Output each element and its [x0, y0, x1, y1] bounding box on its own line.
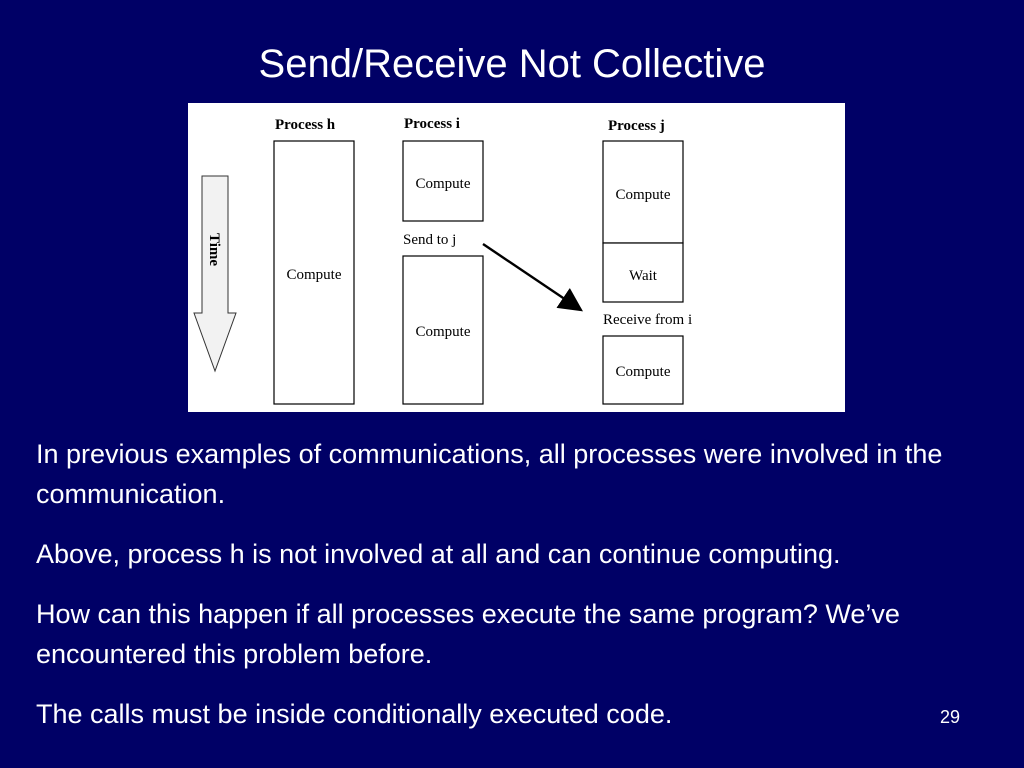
- paragraph-3: How can this happen if all processes exe…: [36, 599, 900, 669]
- process-h-header: Process h: [275, 117, 336, 133]
- process-i-compute-block-2: [402, 255, 484, 405]
- process-h-compute-label: Compute: [287, 267, 342, 283]
- paragraph-1: In previous examples of communications, …: [36, 439, 943, 509]
- paragraph-2: Above, process h is not involved at all …: [36, 539, 841, 569]
- message-arrow: [482, 243, 583, 312]
- process-i-lane: Process i Compute Send to j Compute: [402, 116, 484, 405]
- process-j-receive-label: Receive from i: [603, 312, 692, 328]
- process-j-compute-label-2: Compute: [616, 364, 671, 380]
- process-j-wait-block: [602, 242, 684, 303]
- process-timeline-diagram: Time Process h Compute Process i Compute…: [188, 103, 845, 412]
- process-j-compute-block-1: [602, 140, 684, 244]
- page-number: 29: [939, 707, 961, 727]
- process-j-compute-label-1: Compute: [616, 187, 671, 203]
- process-j-header: Process j: [608, 118, 665, 134]
- process-j-wait-label: Wait: [629, 268, 658, 284]
- process-j-compute-block-2: [602, 335, 684, 405]
- process-i-compute-label-2: Compute: [416, 324, 471, 340]
- slide-title: Send/Receive Not Collective: [258, 42, 766, 86]
- body-text: In previous examples of communications, …: [36, 434, 986, 754]
- process-j-lane: Process j Compute Wait Receive from i Co…: [602, 118, 692, 405]
- process-i-send-label: Send to j: [403, 232, 456, 248]
- process-h-lane: Process h Compute: [273, 117, 355, 405]
- paragraph-4: The calls must be inside conditionally e…: [36, 699, 673, 729]
- time-arrow: Time: [193, 175, 237, 373]
- process-i-header: Process i: [404, 116, 460, 132]
- time-label: Time: [206, 233, 222, 266]
- process-h-compute-block: [273, 140, 355, 405]
- process-i-compute-label-1: Compute: [416, 176, 471, 192]
- process-i-compute-block-1: [402, 140, 484, 222]
